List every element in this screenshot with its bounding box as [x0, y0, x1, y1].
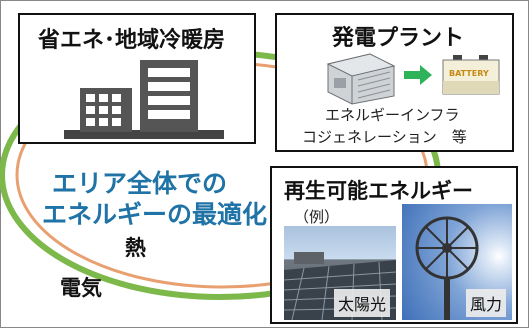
example-label: （例）	[294, 208, 340, 226]
power-plant-box: 発電プラント BATTERY エネルギーインフラ コジェネレーション 等	[275, 13, 514, 152]
arrow-right-icon	[404, 65, 432, 85]
solar-label: 太陽光	[333, 289, 390, 317]
optimization-line-2: エネルギーの最適化	[42, 200, 268, 229]
wind-photo: 風力	[402, 204, 512, 320]
energy-saving-title: 省エネ･地域冷暖房	[38, 28, 226, 53]
building-icon	[64, 60, 224, 139]
battery-icon	[442, 55, 500, 95]
wind-label: 風力	[465, 289, 506, 317]
optimization-line-1: エリア全体での	[52, 169, 228, 198]
renewable-box: 再生可能エネルギー （例） 太陽光 風力	[270, 166, 518, 324]
energy-saving-box: 省エネ･地域冷暖房	[18, 13, 256, 144]
power-plant-title: 発電プラント	[332, 26, 465, 51]
battery-label: BATTERY	[449, 69, 489, 78]
electricity-label: 電気	[60, 276, 102, 300]
wind-turbine-icon	[415, 216, 479, 320]
solar-photo: 太陽光	[284, 226, 396, 320]
power-plant-caption-1: エネルギーインフラ	[325, 106, 460, 124]
heat-label: 熱	[125, 236, 146, 260]
power-plant-caption-2: コジェネレーション 等	[302, 128, 467, 146]
generator-icon	[326, 53, 396, 105]
renewable-title: 再生可能エネルギー	[284, 179, 473, 203]
